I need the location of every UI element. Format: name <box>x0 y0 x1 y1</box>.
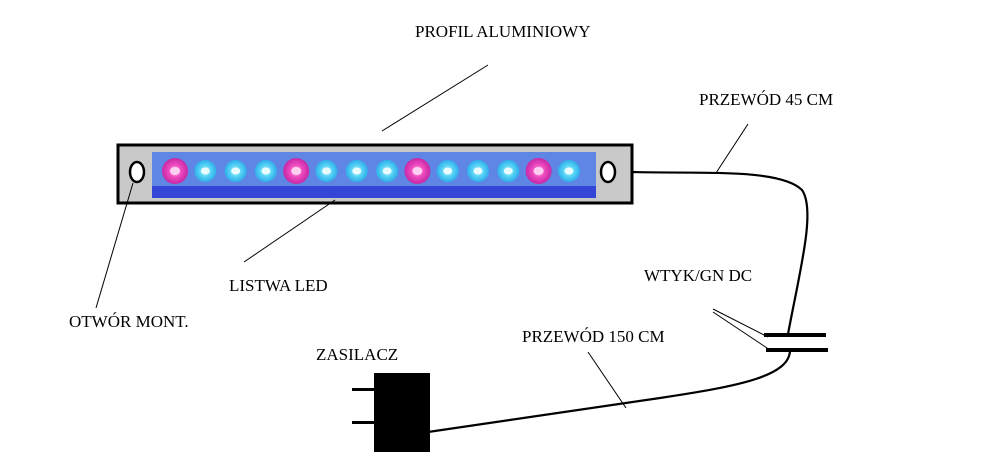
led-core-12 <box>503 167 513 175</box>
led-core-13 <box>533 167 544 175</box>
led-core-3 <box>231 167 241 175</box>
leader-dc-plug-1 <box>712 308 769 338</box>
led-core-14 <box>564 167 574 175</box>
led-core-6 <box>322 167 331 175</box>
led-core-11 <box>473 167 483 175</box>
label-cable-150: PRZEWÓD 150 CM <box>522 327 665 346</box>
label-dc-plug: WTYK/GN DC <box>644 266 753 285</box>
led-core-2 <box>200 167 210 175</box>
leader-led-strip <box>243 199 336 263</box>
leader-cable-45 <box>715 123 749 174</box>
led-core-1 <box>170 167 180 175</box>
power-supply-body <box>374 373 430 452</box>
label-led-strip: LISTWA LED <box>229 276 328 295</box>
leader-mount-hole <box>95 182 134 309</box>
led-core-5 <box>291 167 302 175</box>
led-core-9 <box>412 167 423 175</box>
led-strip-lower-edge <box>152 186 596 198</box>
leader-profile <box>381 64 489 132</box>
power-supply-prong-top <box>352 388 374 391</box>
leader-dc-plug-2 <box>712 311 771 351</box>
label-mount-hole: OTWÓR MONT. <box>69 312 189 331</box>
cable-45cm <box>631 170 809 335</box>
label-profile: PROFIL ALUMINIOWY <box>415 22 591 41</box>
leader-cable-150 <box>587 351 627 409</box>
mount-hole-right <box>599 160 617 184</box>
mount-hole-left <box>128 160 146 184</box>
cable-150cm <box>427 349 792 434</box>
led-group <box>162 158 580 184</box>
led-core-4 <box>261 167 271 175</box>
power-supply-prong-bottom <box>352 421 374 424</box>
led-core-10 <box>443 167 453 175</box>
led-core-7 <box>352 167 362 175</box>
label-cable-45: PRZEWÓD 45 CM <box>699 90 834 109</box>
led-core-8 <box>382 167 392 175</box>
label-power-supply: ZASILACZ <box>316 345 399 364</box>
